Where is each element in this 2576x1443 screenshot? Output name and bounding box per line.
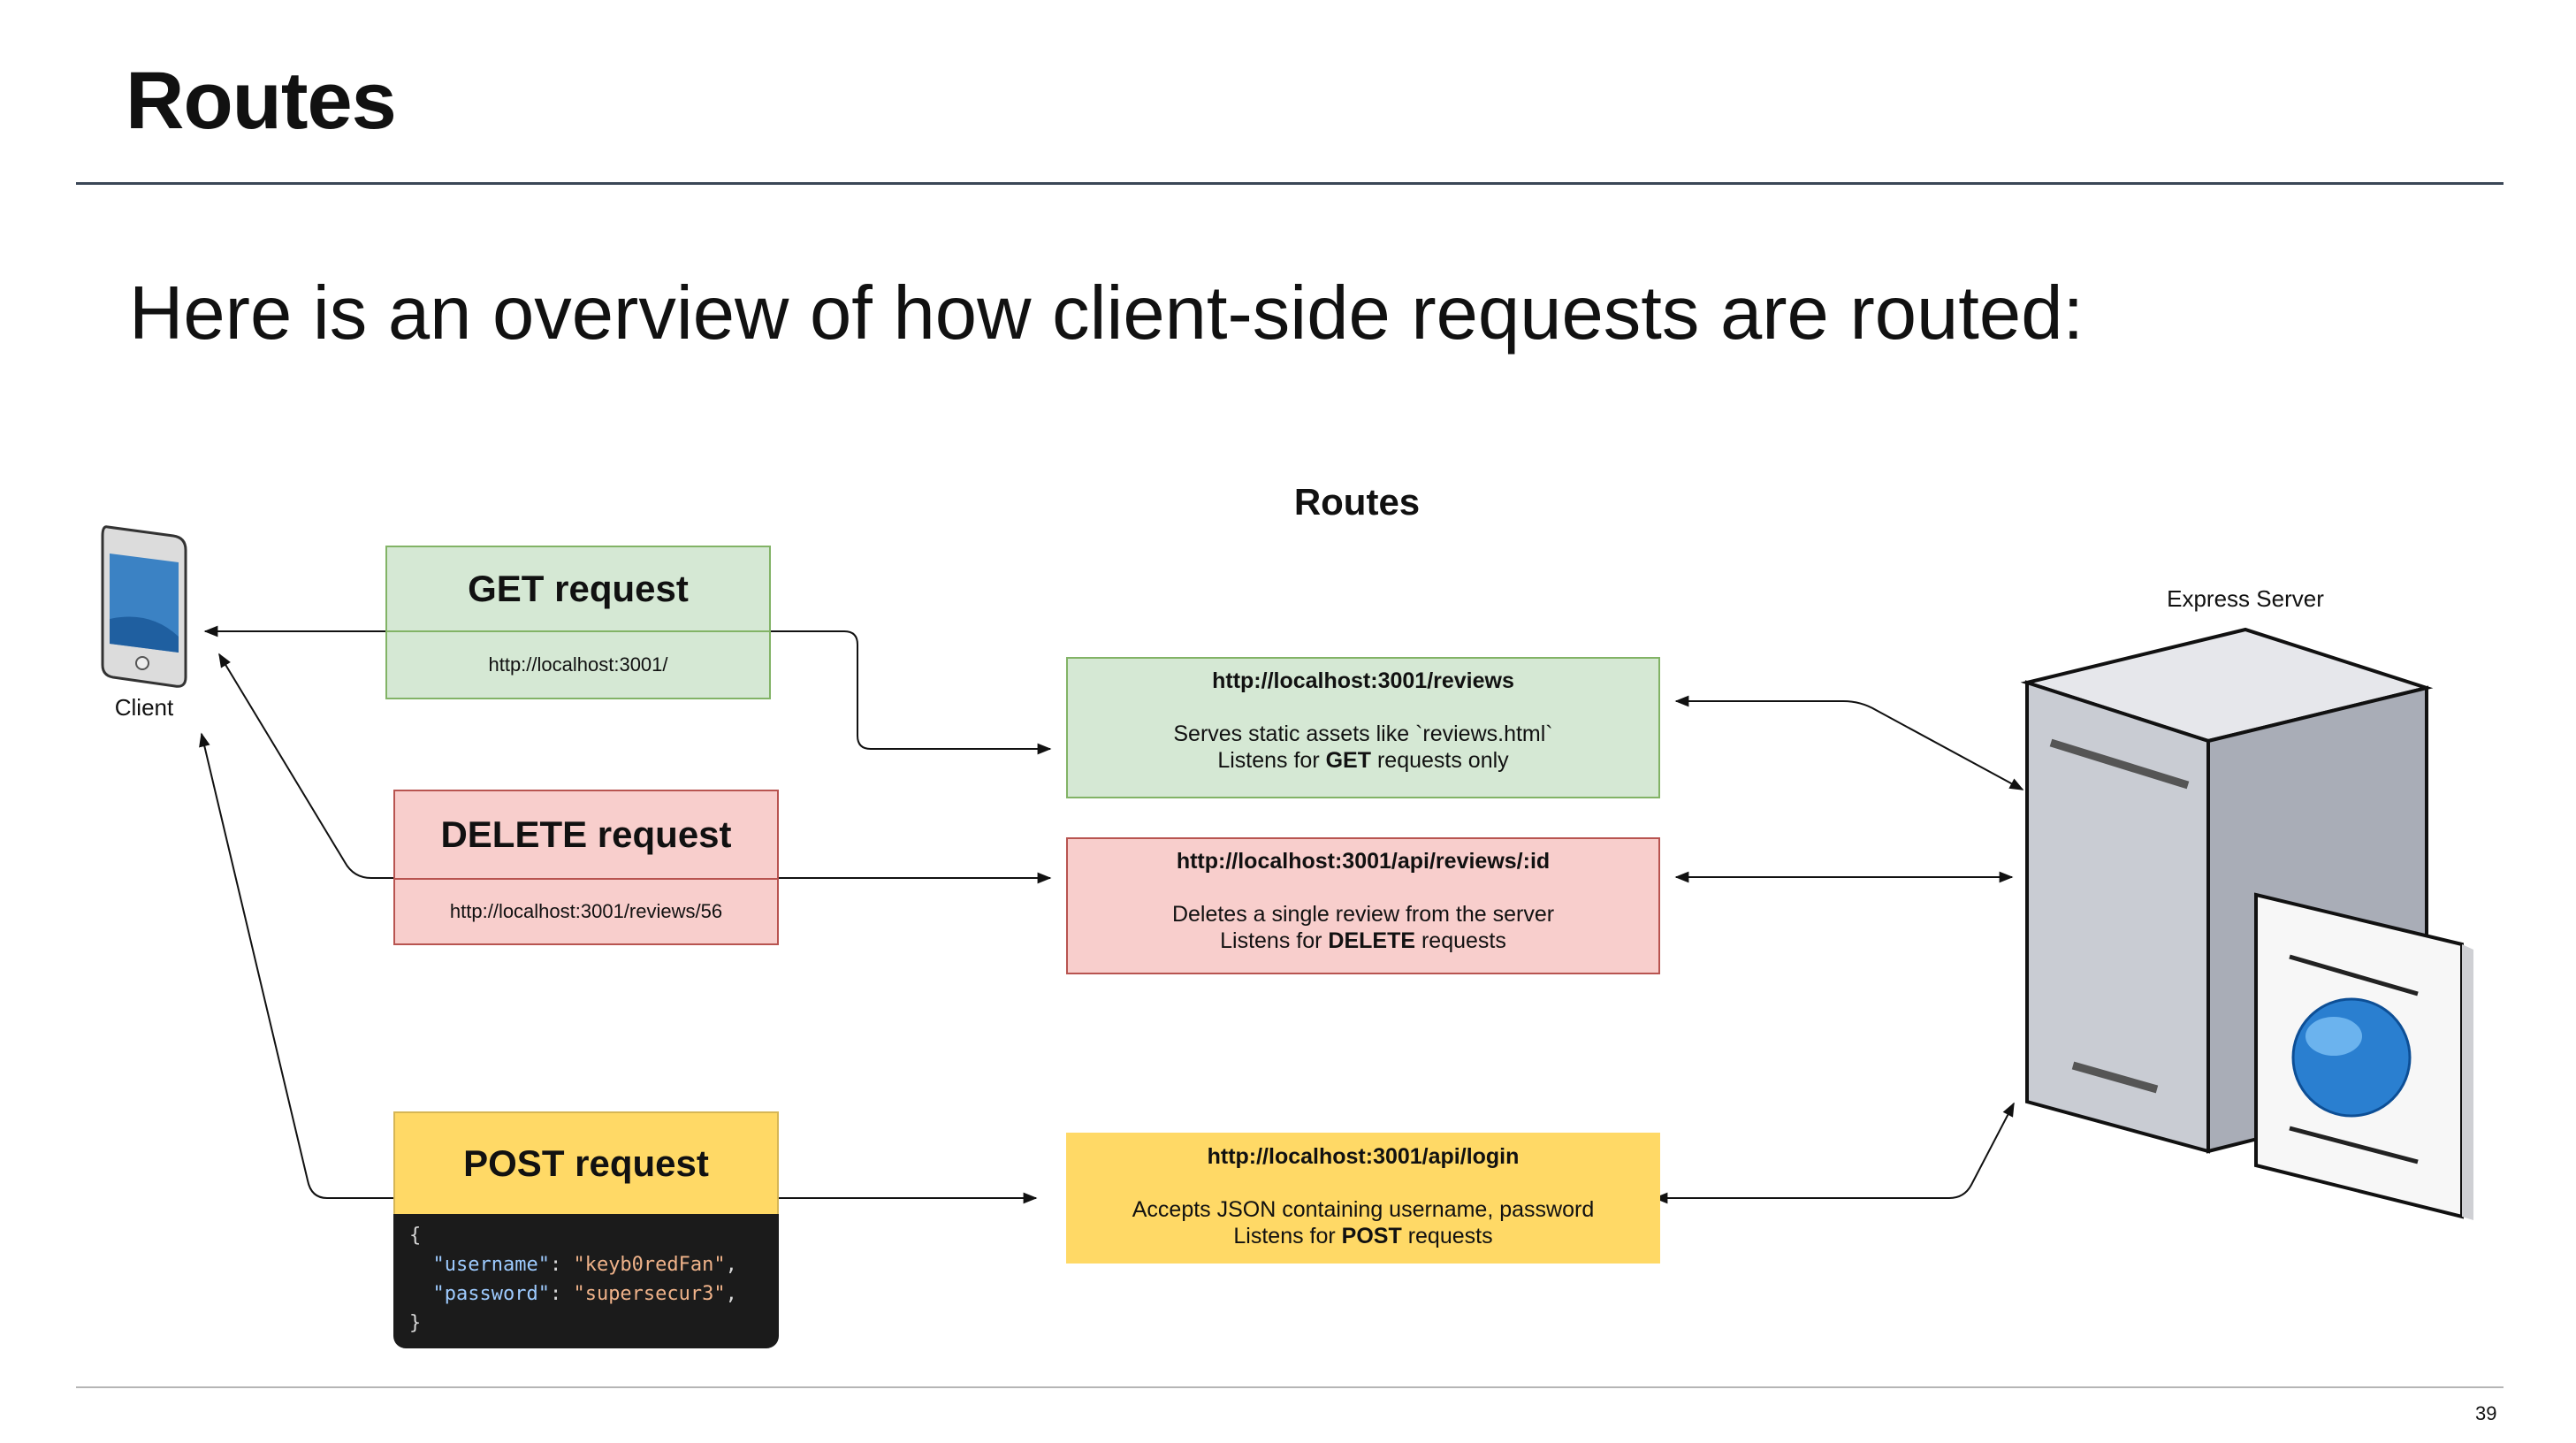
get-request-box: GET request [385, 546, 771, 632]
get-to-route-arrow [771, 630, 1052, 755]
post-request-box: POST request [393, 1111, 779, 1216]
route-box-api-reviews-id: http://localhost:3001/api/reviews/:id De… [1066, 837, 1660, 974]
route-url: http://localhost:3001/api/reviews/:id [1176, 849, 1551, 874]
client-label: Client [114, 694, 174, 721]
route-description: Accepts JSON containing username, passwo… [1132, 1197, 1595, 1222]
code-key-username: "username" [432, 1254, 550, 1276]
delete-request-url: http://localhost:3001/reviews/56 [393, 878, 779, 945]
footer-divider [76, 1386, 2504, 1388]
route-method-line: Listens for POST requests [1233, 1224, 1493, 1248]
get-request-url: http://localhost:3001/ [385, 630, 771, 699]
route-url: http://localhost:3001/api/login [1207, 1144, 1520, 1169]
code-close-brace: } [409, 1312, 422, 1334]
post-response-arrow [199, 732, 393, 1199]
slide-title: Routes [126, 56, 397, 146]
globe-icon [2291, 997, 2412, 1118]
route-url: http://localhost:3001/reviews [1212, 668, 1514, 693]
page-number: 39 [2475, 1402, 2497, 1424]
server-label: Express Server [2167, 585, 2324, 612]
title-divider [76, 182, 2504, 185]
code-line-username: "username": "keyb0redFan", [432, 1254, 737, 1276]
route-description: Serves static assets like `reviews.html` [1173, 722, 1553, 746]
code-open-brace: { [409, 1225, 422, 1247]
document-icon [2254, 892, 2473, 1220]
post-request-body-code: { "username": "keyb0redFan", "password":… [393, 1214, 779, 1348]
get-server-arrow [1674, 695, 2024, 790]
delete-request-box: DELETE request [393, 790, 779, 880]
code-line-password: "password": "supersecur3", [432, 1283, 737, 1305]
routes-heading: Routes [1293, 481, 1421, 523]
slide-subtitle: Here is an overview of how client-side r… [129, 271, 2084, 355]
phone-icon [101, 525, 187, 688]
route-description: Deletes a single review from the server [1171, 902, 1555, 927]
code-value-username: "keyb0redFan" [573, 1254, 726, 1276]
route-box-reviews: http://localhost:3001/reviews Serves sta… [1066, 657, 1660, 798]
code-key-password: "password" [432, 1283, 550, 1305]
post-server-arrow [1653, 1102, 2015, 1204]
route-method-line: Listens for DELETE requests [1220, 928, 1506, 953]
delete-response-arrow [218, 653, 393, 879]
route-method-line: Listens for GET requests only [1217, 748, 1509, 773]
code-value-password: "supersecur3" [573, 1283, 726, 1305]
route-box-api-login: http://localhost:3001/api/login Accepts … [1066, 1133, 1660, 1264]
